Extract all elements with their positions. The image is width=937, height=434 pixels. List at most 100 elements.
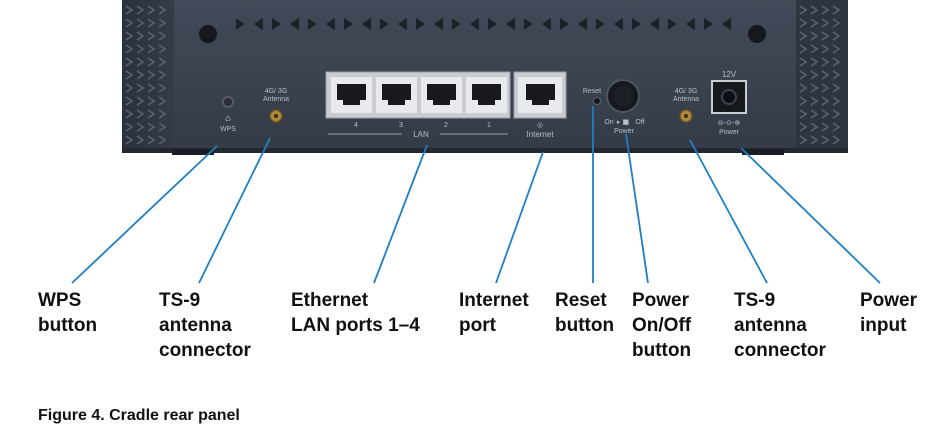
ridge-mark	[821, 122, 830, 132]
screw-hole-left	[199, 25, 217, 43]
side-ridge-texture-left	[125, 5, 167, 145]
ridge-mark	[158, 57, 167, 67]
lan-group-label: LAN	[413, 130, 429, 139]
ridge-mark	[158, 109, 167, 119]
ridge-mark	[125, 31, 134, 41]
lan-port-4[interactable]	[331, 77, 372, 113]
side-ridge-texture-right	[799, 5, 841, 145]
antenna-connector-right-pin	[684, 114, 688, 118]
vent-slot	[524, 18, 533, 30]
vent-slot	[632, 18, 641, 30]
ridge-mark	[158, 31, 167, 41]
leader-line-wps	[71, 145, 218, 284]
leader-line-power-input	[740, 147, 881, 284]
ridge-mark	[832, 83, 841, 93]
callout-antenna-connector-right: TS-9 antenna connector	[734, 290, 826, 361]
vent-slot	[542, 18, 551, 30]
ridge-mark	[125, 122, 134, 132]
internet-label: Internet	[526, 130, 554, 139]
callout-power-input: Power input	[860, 290, 918, 336]
ridge-mark	[810, 5, 819, 15]
ridge-mark	[147, 96, 156, 106]
ridge-mark	[799, 5, 808, 15]
ridge-mark	[158, 5, 167, 15]
ridge-mark	[158, 122, 167, 132]
lan-port-3[interactable]	[376, 77, 417, 113]
ridge-mark	[821, 57, 830, 67]
ridge-mark	[125, 135, 134, 145]
vent-slot	[686, 18, 695, 30]
vent-slot	[434, 18, 443, 30]
ridge-mark	[810, 135, 819, 145]
wps-button[interactable]	[222, 96, 234, 108]
ridge-mark	[832, 122, 841, 132]
vent-slot	[614, 18, 623, 30]
ridge-mark	[147, 70, 156, 80]
ridge-mark	[147, 83, 156, 93]
ridge-mark	[136, 109, 145, 119]
ridge-mark	[821, 135, 830, 145]
ridge-mark	[125, 83, 134, 93]
ridge-mark	[821, 44, 830, 54]
ridge-mark	[821, 109, 830, 119]
leader-line-antenna-left	[198, 137, 271, 284]
ridge-mark	[158, 18, 167, 28]
ridge-mark	[821, 18, 830, 28]
ridge-mark	[136, 5, 145, 15]
callout-internet-port: Internet port	[459, 290, 529, 336]
rj45-socket-icon	[472, 84, 501, 105]
antenna-label-left-2: Antenna	[263, 96, 289, 103]
top-vent-pattern	[236, 18, 731, 30]
rj45-socket-icon	[427, 84, 456, 105]
reset-label: Reset	[583, 88, 601, 95]
ridge-mark	[147, 122, 156, 132]
callout-antenna-connector-left: TS-9 antenna connector	[159, 290, 251, 361]
vent-slot	[272, 18, 281, 30]
callout-wps-button: WPS button	[38, 290, 98, 336]
ridge-mark	[799, 57, 808, 67]
device-bottom-edge	[122, 148, 848, 153]
power-switch-cap	[613, 86, 633, 106]
vent-slot	[722, 18, 731, 30]
ridge-mark	[821, 5, 830, 15]
ridge-mark	[136, 31, 145, 41]
internet-port[interactable]	[518, 77, 562, 113]
antenna-connector-left-pin	[274, 114, 278, 118]
ridge-mark	[136, 70, 145, 80]
ridge-mark	[125, 109, 134, 119]
ridge-mark	[799, 70, 808, 80]
leader-line-lan	[373, 144, 428, 284]
power-input-label: Power	[719, 129, 740, 136]
vent-slot	[596, 18, 605, 30]
antenna-label-right: 4G/ 3G	[675, 88, 698, 95]
ridge-mark	[821, 83, 830, 93]
ridge-mark	[147, 44, 156, 54]
callout-ethernet-lan-ports: Ethernet LAN ports 1–4	[291, 290, 420, 336]
lan-port-1[interactable]	[466, 77, 507, 113]
foot-right	[742, 149, 784, 155]
power-switch-off-label: Off	[635, 119, 644, 126]
ridge-mark	[147, 31, 156, 41]
ridge-mark	[799, 109, 808, 119]
vent-slot	[650, 18, 659, 30]
lan-port-2[interactable]	[421, 77, 462, 113]
ridge-mark	[832, 70, 841, 80]
power-switch-indicator-icon: ▸ ■	[617, 118, 629, 126]
power-switch-label: Power	[614, 128, 635, 135]
vent-slot	[416, 18, 425, 30]
callout-power-switch: Power On/Off button	[632, 290, 692, 361]
ridge-mark	[136, 135, 145, 145]
callout-reset-button: Reset button	[555, 290, 615, 336]
vent-slot	[236, 18, 245, 30]
reset-button[interactable]	[593, 97, 601, 105]
rj45-socket-icon	[337, 84, 366, 105]
power-input-socket	[721, 89, 737, 105]
ridge-mark	[799, 122, 808, 132]
ridge-mark	[125, 96, 134, 106]
ridge-mark	[125, 44, 134, 54]
wps-icon: ♺	[225, 115, 231, 123]
leader-line-power-switch	[625, 133, 649, 284]
vent-slot	[704, 18, 713, 30]
ridge-mark	[158, 83, 167, 93]
vent-slot	[308, 18, 317, 30]
